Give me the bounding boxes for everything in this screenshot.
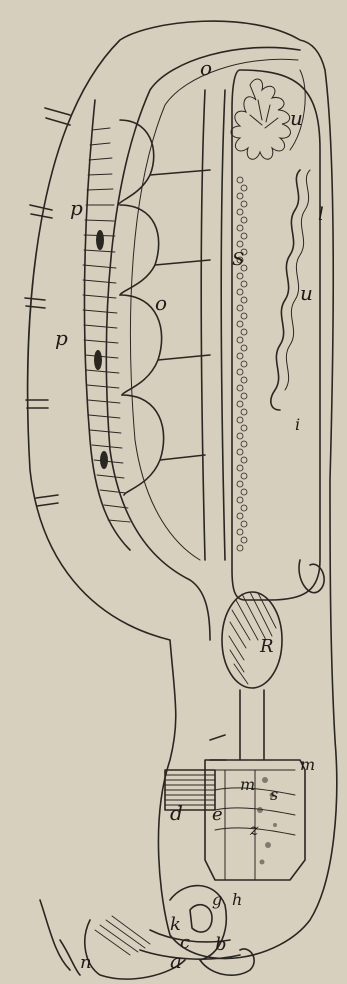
label-R: R [259, 636, 274, 657]
label-h: h [232, 890, 242, 909]
label-u-1: u [290, 106, 303, 130]
label-o-2: o [200, 56, 212, 80]
label-S: S [232, 249, 244, 270]
label-i: i [295, 415, 300, 434]
label-l: l [318, 204, 324, 225]
label-o-1: o [155, 291, 167, 315]
label-e: e [212, 804, 223, 825]
label-z: z [249, 820, 259, 839]
label-n: n [80, 952, 92, 973]
label-b: b [215, 934, 227, 955]
label-g: g [212, 890, 222, 909]
label-a: a [170, 949, 182, 973]
label-d: d [170, 801, 183, 825]
label-m-2: m [300, 755, 315, 774]
label-m-1: m [240, 775, 255, 794]
label-p-1: p [55, 326, 68, 350]
label-p-2: p [70, 196, 83, 220]
label-s: s [270, 785, 278, 804]
label-u-2: u [300, 281, 313, 305]
